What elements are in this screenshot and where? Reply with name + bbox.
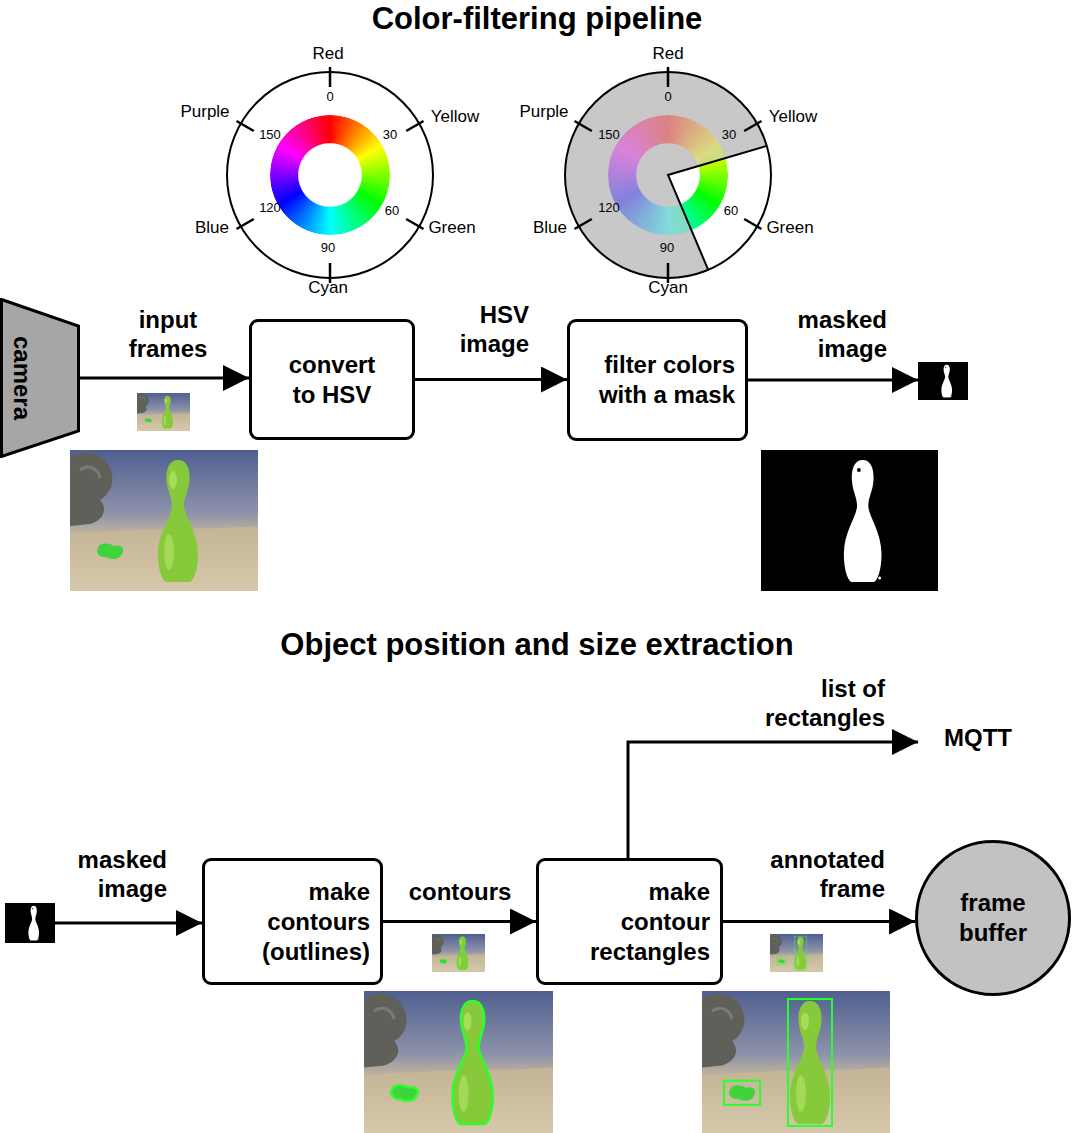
hue-tick [744, 219, 761, 229]
mask-thumbnail [5, 903, 55, 943]
hue-value: 60 [691, 203, 771, 219]
hue-tick [667, 67, 670, 87]
node-text: filter colors with a mask [592, 350, 735, 410]
hue-value: 30 [350, 127, 430, 143]
node-text: make contour rectangles [559, 877, 710, 967]
node-text: make contours (outlines) [223, 877, 370, 967]
output-arrow [748, 379, 918, 382]
flow-arrow [80, 377, 249, 380]
rectangle-thumbnail [770, 934, 823, 972]
flow-arrow [723, 920, 915, 923]
hue-name: Purple [504, 102, 584, 122]
hue-tick [406, 121, 423, 131]
mqtt-arrow [628, 742, 918, 858]
contour-overlay [440, 937, 468, 970]
hue-value: 0 [290, 89, 370, 105]
hue-ticks [237, 67, 762, 283]
input-arrow [55, 922, 202, 925]
hue-value: 120 [230, 200, 310, 216]
hue-value: 30 [689, 127, 769, 143]
hue-wheel-outline [227, 72, 433, 278]
hue-wheel-outline [565, 72, 771, 278]
input-thumbnail [137, 393, 190, 431]
hue-ring [270, 115, 390, 235]
contour-photo [364, 991, 553, 1133]
hue-value: 0 [628, 89, 708, 105]
input-photo [70, 450, 258, 591]
rectangle-overlay [776, 936, 806, 970]
hue-name: Blue [172, 218, 252, 238]
hue-tick [237, 121, 254, 131]
hue-name: Cyan [288, 278, 368, 298]
contour-thumbnail [432, 934, 485, 972]
heading: Object position and size extraction [137, 626, 937, 663]
hue-name: Purple [165, 102, 245, 122]
io-label: masked image [47, 846, 167, 904]
hue-name: Blue [510, 218, 590, 238]
process-box: filter colors with a mask [567, 319, 748, 441]
edge-label: HSV image [434, 301, 529, 359]
hue-name: Red [288, 44, 368, 64]
hue-wheel-disk [565, 72, 771, 278]
node-text: frame buffer [928, 888, 1058, 948]
hue-value: 90 [627, 240, 707, 256]
hue-range-edge [668, 146, 767, 270]
hue-value: 60 [352, 203, 432, 219]
hue-tick [329, 67, 332, 87]
buffer-circle: frame buffer [915, 840, 1071, 996]
mask-photo [761, 450, 938, 591]
hue-name: Green [750, 218, 830, 238]
hue-name: Yellow [753, 107, 833, 127]
process-box: make contour rectangles [536, 858, 723, 985]
io-label: list of rectangles [725, 675, 885, 733]
rectangle-overlay [724, 999, 832, 1126]
node-text: camera [7, 336, 37, 420]
hue-value: 90 [288, 240, 368, 256]
hue-name: Cyan [628, 278, 708, 298]
edge-label: input frames [113, 306, 223, 364]
hue-name: Yellow [415, 107, 495, 127]
edge-label: contours [390, 878, 530, 907]
hue-tick [744, 121, 761, 131]
hue-tick [237, 219, 254, 229]
hue-name: Green [412, 218, 492, 238]
node-text: convert to HSV [275, 350, 389, 410]
excluded-hue-tint [607, 114, 727, 236]
hue-tick [575, 219, 592, 229]
process-box: make contours (outlines) [202, 858, 383, 985]
io-label: masked image [767, 306, 887, 364]
hue-tick [406, 219, 423, 229]
camera-shape: camera [0, 298, 80, 458]
flow-arrow [383, 920, 536, 923]
hue-value: 150 [569, 127, 649, 143]
contour-overlay [391, 1001, 492, 1124]
hue-value: 150 [230, 127, 310, 143]
hue-tick [575, 121, 592, 131]
hue-value: 120 [569, 200, 649, 216]
rectangle-photo [702, 991, 890, 1133]
edge-label: annotated frame [720, 846, 885, 904]
camera-body [2, 300, 79, 457]
process-box: convert to HSV [249, 319, 415, 440]
hue-wheel-disk [227, 72, 433, 278]
heading: Color-filtering pipeline [137, 0, 937, 37]
mask-thumbnail [918, 362, 968, 400]
io-label: MQTT [928, 724, 1028, 753]
hue-name: Red [628, 44, 708, 64]
flow-arrow [415, 378, 567, 381]
